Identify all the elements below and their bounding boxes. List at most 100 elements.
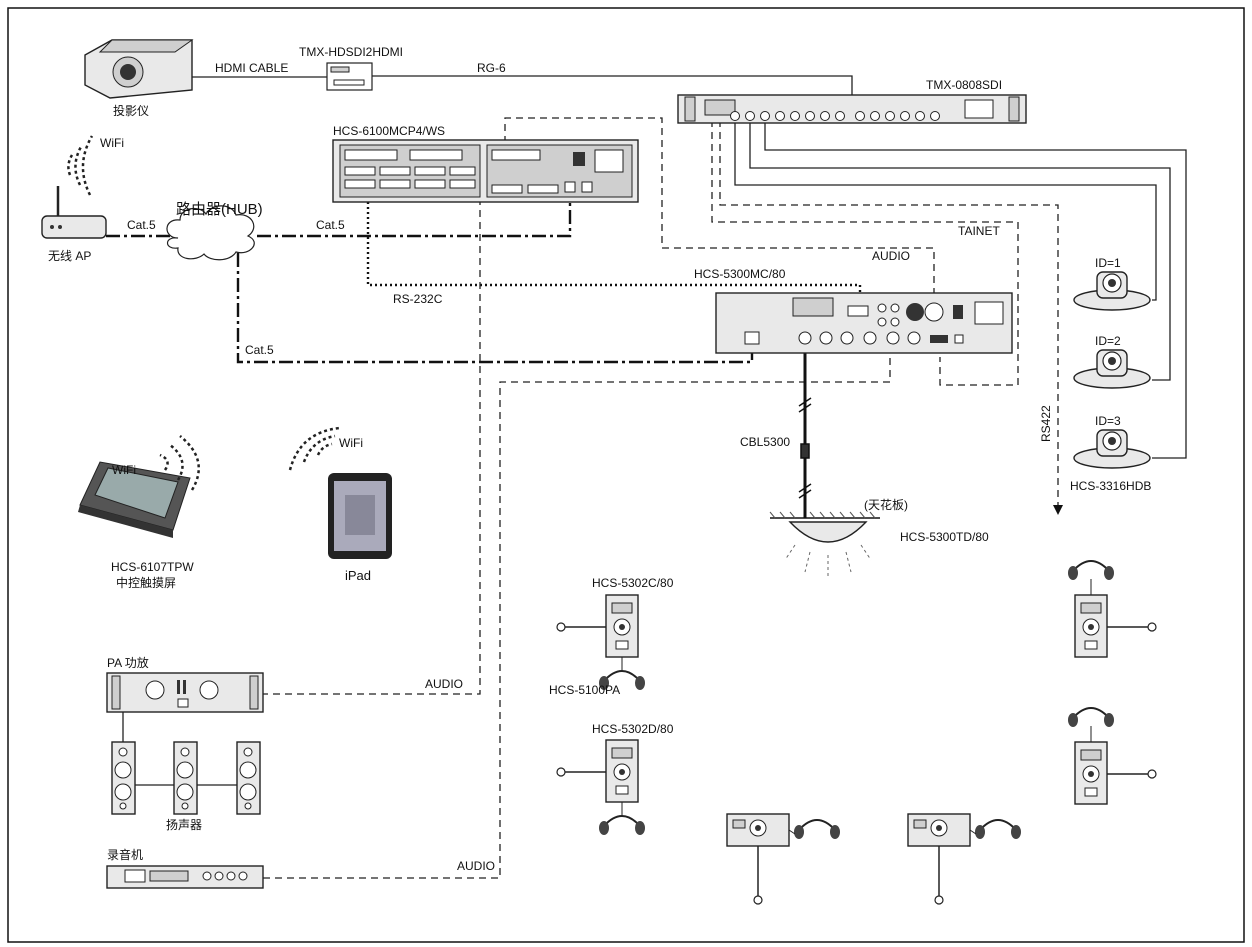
label-cat5-bottom: Cat.5 <box>245 343 274 357</box>
wifi-icon <box>159 435 200 491</box>
bnc-port <box>760 111 770 121</box>
label-wifi-ipad: WiFi <box>339 436 363 450</box>
rg6-line <box>372 75 853 100</box>
speaker-center <box>173 741 198 815</box>
pa-amplifier-device <box>106 672 264 713</box>
ptz-camera-1 <box>1073 271 1151 311</box>
ipad-device <box>328 473 392 559</box>
bnc-port <box>805 111 815 121</box>
sdi-line-cam2 <box>749 120 1171 381</box>
cable-break-marks <box>798 397 812 499</box>
label-projector: 投影仪 <box>113 103 149 118</box>
label-hcs-5300td: HCS-5300TD/80 <box>900 530 989 544</box>
label-ipad: iPad <box>345 568 371 583</box>
label-hcs-6100: HCS-6100MCP4/WS <box>333 124 445 138</box>
cat5-mc-line <box>236 253 754 364</box>
delegate-unit-bottom-2 <box>907 813 1021 905</box>
bnc-port <box>775 111 785 121</box>
bnc-port <box>900 111 910 121</box>
audio-pa-line <box>263 198 481 695</box>
sdi-line-cam1 <box>734 120 1157 301</box>
ptz-camera-3 <box>1073 429 1151 469</box>
label-cat5-mcp: Cat.5 <box>316 218 345 232</box>
mc-port <box>907 331 921 345</box>
bnc-port <box>835 111 845 121</box>
bnc-port <box>745 111 755 121</box>
label-hcs-5100pa: HCS-5100PA <box>549 683 620 697</box>
label-touch-cn: 中控触摸屏 <box>116 575 176 590</box>
label-speakers: 扬声器 <box>166 817 202 832</box>
label-id1: ID=1 <box>1095 256 1121 270</box>
label-hcs-5300mc: HCS-5300MC/80 <box>694 267 786 281</box>
hdsdi2hdmi-converter <box>326 62 373 91</box>
mc-port <box>863 331 877 345</box>
delegate-unit-right-top <box>1068 560 1157 658</box>
bnc-port <box>820 111 830 121</box>
rs422-line <box>719 120 1059 510</box>
tmx-0808sdi-matrix <box>677 94 1027 124</box>
router-hub-cloud <box>166 205 255 261</box>
audio-mcp-line <box>504 117 935 297</box>
label-hcs-6107: HCS-6107TPW <box>111 560 194 574</box>
hcs-5300mc-unit <box>715 292 1013 354</box>
label-rs422: RS422 <box>1039 405 1053 442</box>
label-audio-top: AUDIO <box>872 249 910 263</box>
bnc-port <box>870 111 880 121</box>
projector-device <box>84 39 194 99</box>
label-tainet: TAINET <box>958 224 1000 238</box>
bnc-port <box>730 111 740 121</box>
mc-port <box>819 331 833 345</box>
label-recorder: 录音机 <box>107 847 143 862</box>
sdi-line-cam3 <box>764 120 1187 459</box>
bnc-port <box>790 111 800 121</box>
rs422-arrow <box>1053 505 1063 515</box>
touch-panel-device <box>78 461 191 538</box>
delegate-unit-5302d <box>556 739 645 835</box>
delegate-units <box>556 560 1157 905</box>
ceiling-speaker-td <box>769 511 880 578</box>
label-hcs-3316hdb: HCS-3316HDB <box>1070 479 1151 493</box>
label-hcs-5302d: HCS-5302D/80 <box>592 722 674 736</box>
text-labels: 投影仪 HDMI CABLE TMX-HDSDI2HDMI RG-6 TMX-0… <box>48 45 1151 873</box>
ptz-camera-2 <box>1073 349 1151 389</box>
wifi-icon <box>288 426 341 471</box>
bnc-port <box>885 111 895 121</box>
label-audio-pa: AUDIO <box>425 677 463 691</box>
label-wireless-ap: 无线 AP <box>48 249 91 263</box>
label-rs232c: RS-232C <box>393 292 443 306</box>
speaker-left <box>111 741 136 815</box>
tainet-line <box>711 120 1019 386</box>
label-cat5-ap: Cat.5 <box>127 218 156 232</box>
mc-port <box>840 331 854 345</box>
delegate-unit-right-bottom <box>1068 707 1157 805</box>
delegate-unit-5302c <box>556 594 645 690</box>
label-id3: ID=3 <box>1095 414 1121 428</box>
cat5-mcp-line <box>257 192 572 238</box>
label-wifi-touch: WiFi <box>112 463 136 477</box>
label-hcs-5302c: HCS-5302C/80 <box>592 576 674 590</box>
label-id2: ID=2 <box>1095 334 1121 348</box>
label-cbl5300: CBL5300 <box>740 435 790 449</box>
mc-port <box>798 331 812 345</box>
bnc-port <box>930 111 940 121</box>
mc-port <box>886 331 900 345</box>
label-pa-amp: PA 功放 <box>107 655 149 670</box>
connection-lines <box>106 75 1187 879</box>
label-tmx-hdsdi2hdmi: TMX-HDSDI2HDMI <box>299 45 403 59</box>
recorder-device <box>106 865 264 889</box>
label-tmx-0808sdi: TMX-0808SDI <box>926 78 1002 92</box>
wireless-ap-device <box>41 186 107 239</box>
label-router: 路由器(HUB) <box>176 201 263 218</box>
hcs-6100-mcp <box>332 139 639 203</box>
bnc-port <box>915 111 925 121</box>
label-wifi-ap: WiFi <box>100 136 124 150</box>
diagram-frame <box>7 7 1245 943</box>
wifi-icon <box>67 135 94 196</box>
speaker-right <box>236 741 261 815</box>
label-rg6: RG-6 <box>477 61 506 75</box>
label-hdmi-cable: HDMI CABLE <box>215 61 288 75</box>
label-audio-rec: AUDIO <box>457 859 495 873</box>
delegate-unit-bottom-1 <box>726 813 840 905</box>
